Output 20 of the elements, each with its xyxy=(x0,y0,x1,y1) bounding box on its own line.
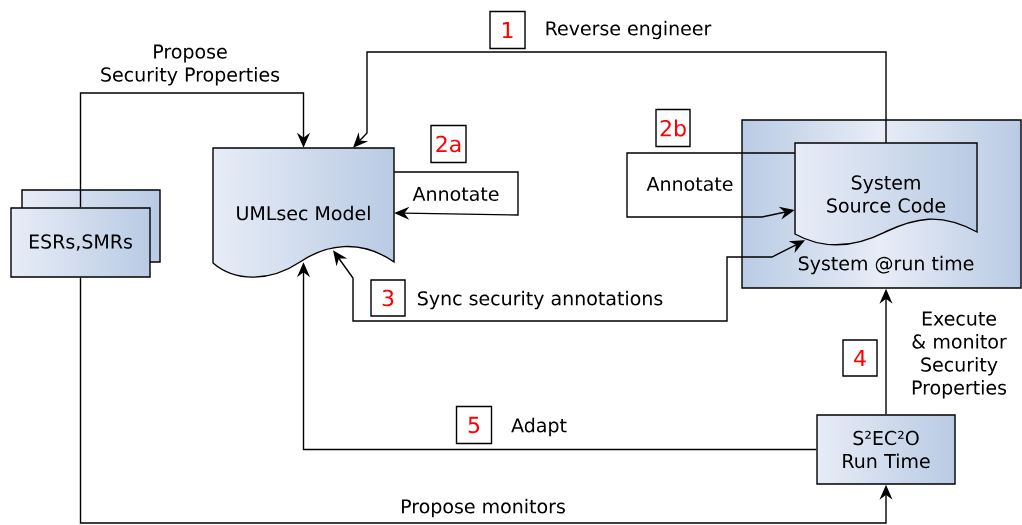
step-number: 2a xyxy=(430,124,467,164)
step-number: 5 xyxy=(455,405,493,445)
arrow xyxy=(79,92,311,208)
arrow xyxy=(333,240,805,322)
step-number: 4 xyxy=(842,339,878,377)
edge-label: Adapt xyxy=(511,417,567,437)
step-number: 3 xyxy=(370,279,406,317)
edge-label: Propose Security Properties xyxy=(101,44,280,86)
arrow xyxy=(393,171,519,220)
edge-label: Annotate xyxy=(646,176,733,192)
process-box: S²EC²O Run Time xyxy=(816,414,956,485)
arrow xyxy=(353,51,887,148)
edge-label: Sync security annotations xyxy=(418,290,663,310)
edge-label: Propose monitors xyxy=(402,498,565,518)
step-number: 2b xyxy=(655,108,691,148)
edge-label: Execute & monitor Security Properties xyxy=(912,311,1007,399)
step-number: 1 xyxy=(489,10,526,50)
document-stack: ESRs,SMRs xyxy=(10,189,161,278)
edge-label: Annotate xyxy=(412,186,499,202)
edge-label: Reverse engineer xyxy=(546,20,712,40)
